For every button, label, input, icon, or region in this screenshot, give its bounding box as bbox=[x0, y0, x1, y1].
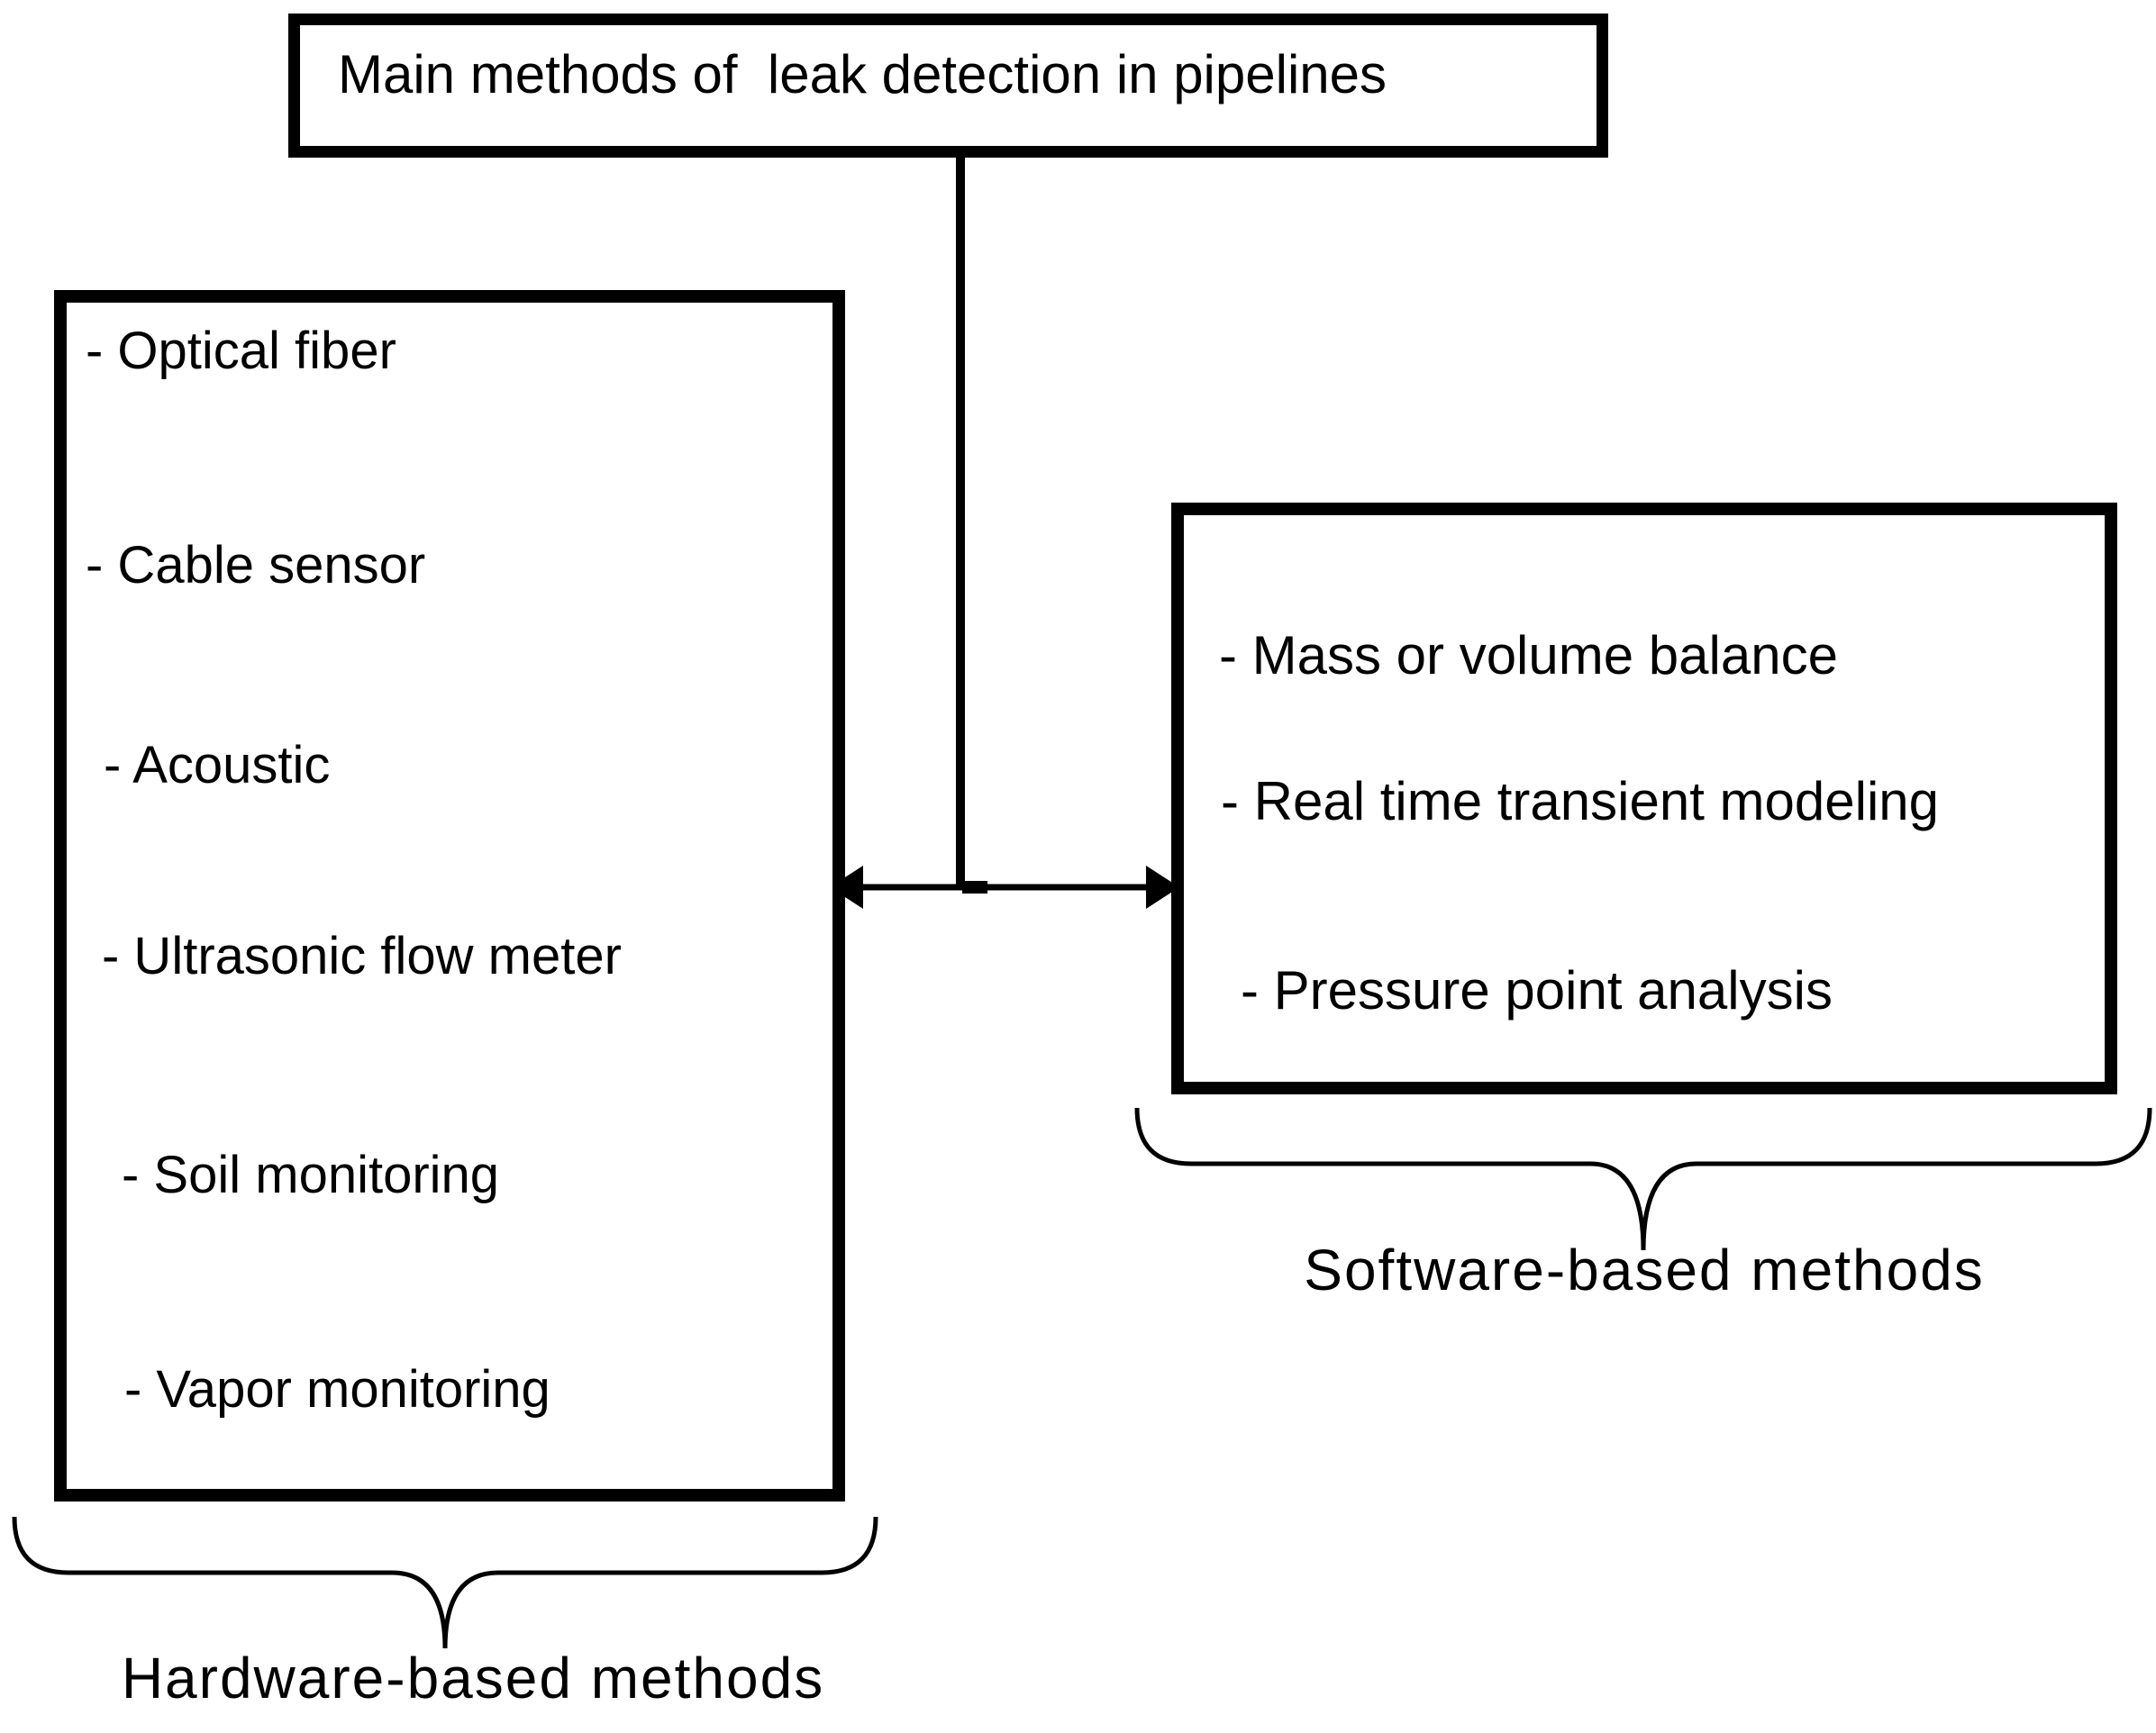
connector-junction-dash bbox=[962, 881, 987, 894]
title-box: Main methods of leak detection in pipeli… bbox=[288, 14, 1608, 158]
software-method-pressure-point-analysis: - Pressure point analysis bbox=[1241, 960, 1833, 1021]
software-method-real-time-transient-modeling: - Real time transient modeling bbox=[1221, 771, 1940, 831]
arrowhead-right-icon bbox=[1146, 866, 1179, 909]
software-group-label: Software-based methods bbox=[1304, 1238, 1985, 1302]
hardware-curly-brace-icon bbox=[12, 1516, 878, 1649]
arrowhead-left-icon bbox=[830, 866, 863, 909]
hardware-method-soil-monitoring: - Soil monitoring bbox=[122, 1146, 500, 1204]
hardware-method-vapor-monitoring: - Vapor monitoring bbox=[124, 1360, 550, 1419]
software-curly-brace-icon bbox=[1134, 1107, 2152, 1251]
hardware-method-acoustic: - Acoustic bbox=[104, 736, 331, 794]
hardware-method-ultrasonic-flow-meter: - Ultrasonic flow meter bbox=[102, 927, 622, 985]
hardware-method-optical-fiber: - Optical fiber bbox=[86, 322, 396, 380]
hardware-methods-box bbox=[54, 290, 845, 1502]
diagram-title: Main methods of leak detection in pipeli… bbox=[338, 44, 1387, 104]
hardware-group-label: Hardware-based methods bbox=[121, 1646, 825, 1710]
software-methods-box bbox=[1171, 503, 2117, 1094]
hardware-method-cable-sensor: - Cable sensor bbox=[86, 536, 426, 594]
software-method-mass-volume-balance: - Mass or volume balance bbox=[1219, 625, 1838, 685]
